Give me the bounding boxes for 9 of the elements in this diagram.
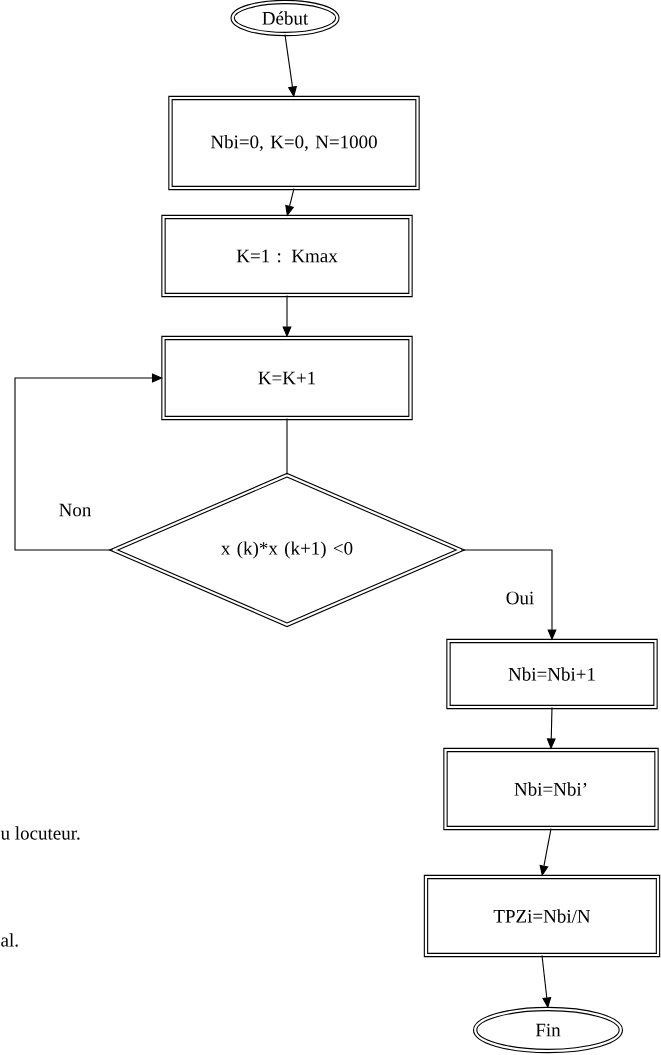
process-box: K=1 : Kmax bbox=[161, 214, 413, 298]
text-fragment: al. bbox=[1, 933, 18, 947]
process-box: TPZi=Nbi/N bbox=[423, 874, 661, 958]
text-fragment: u locuteur. bbox=[0, 826, 80, 840]
process-box: Nbi=Nbi’ bbox=[443, 747, 659, 831]
process-box: K=K+1 bbox=[161, 335, 413, 421]
process-box: Nbi=0, K=0, N=1000 bbox=[168, 95, 420, 191]
process-box: Nbi=Nbi+1 bbox=[446, 638, 658, 710]
arrow bbox=[14, 373, 163, 551]
